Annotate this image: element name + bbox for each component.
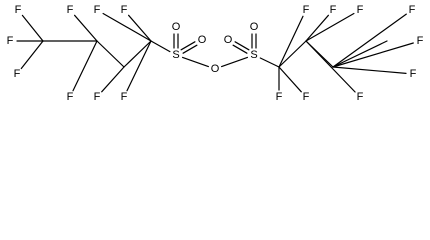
atom-F5: F [67,91,74,103]
atom-F9: F [121,91,128,103]
bond-s1-o2-b [180,41,196,51]
atom-F2: F [15,4,22,16]
atom-F4: F [67,4,74,16]
atom-F3: F [14,68,21,80]
bond-c5-f11 [278,66,302,93]
bonds-layer [16,12,414,93]
atom-F6: F [94,91,101,103]
bond-c3-c4 [123,40,152,68]
atom-O1: O [172,21,181,33]
bond-s2-c5 [259,57,280,68]
atom-O2: O [198,34,207,46]
bond-c1-f3 [20,40,44,70]
atom-F18: F [410,68,417,80]
bond-c1-f2 [21,14,44,42]
bond-c7-f18 [332,66,407,75]
atom-F10: F [276,91,283,103]
atom-F7: F [94,4,101,16]
atom-S1: S [172,49,179,61]
bond-s1-o3 [182,56,209,68]
bond-s2-o4-b [232,44,248,54]
bond-c6-f13 [305,14,329,42]
chemical-structure-diagram: F F F F F F F F F S O O O O O S F F F F … [7,4,424,103]
atom-F8: F [121,4,128,16]
atom-F1: F [7,35,14,47]
atom-O5: O [250,21,259,33]
bond-c4-s1 [150,40,171,53]
atom-F16: F [409,4,416,16]
bond-c3-f6 [101,66,125,93]
bond-c4-f7 [102,12,152,42]
bond-c5-c6 [278,40,307,68]
bond-c5-f12 [278,15,304,68]
atom-F13: F [330,4,337,16]
bond-s1-o2-a [182,44,198,54]
bond-c2-f5 [72,40,98,92]
atom-F11: F [303,91,310,103]
atom-F14: F [357,4,364,16]
bond-c6-f14 [305,12,355,42]
bond-c7-c8 [332,40,388,68]
atom-O3: O [211,63,220,75]
atom-F12: F [303,4,310,16]
bond-c4-f9 [126,40,152,92]
bond-o3-s2 [221,56,248,68]
bond-c2-f4 [73,14,98,42]
bond-c6-c7 [305,40,334,68]
bond-s2-o4-a [234,41,250,51]
atom-labels-layer: F F F F F F F F F S O O O O O S F F F F … [7,4,424,103]
atom-F15: F [357,91,364,103]
bond-c2-c3 [96,40,125,68]
atom-O4: O [224,34,233,46]
atom-S2: S [250,49,257,61]
bond-c4-f8 [128,14,152,42]
atom-F17: F [417,35,424,47]
bond-c7-f17 [332,42,414,68]
bond-c7-f16 [332,13,407,68]
